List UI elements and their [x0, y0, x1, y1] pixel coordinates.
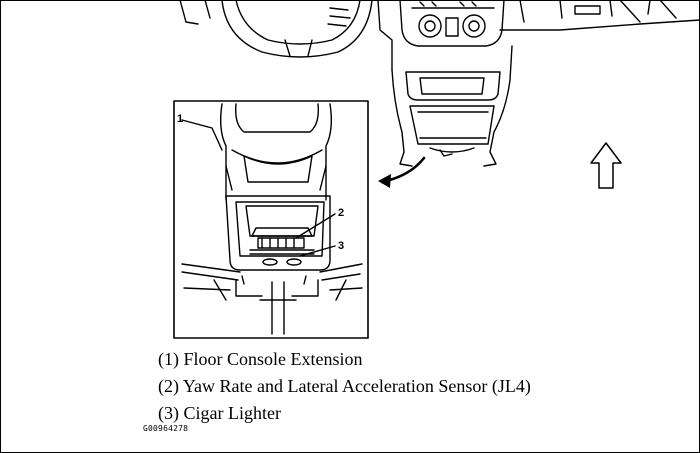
legend-item-cigar-lighter: (3) Cigar Lighter	[158, 403, 281, 423]
callout-1: 1	[177, 113, 183, 125]
dashboard-overview	[179, 0, 700, 167]
legend-item-yaw-rate-sensor: (2) Yaw Rate and Lateral Acceleration Se…	[158, 376, 531, 396]
legend-item-floor-console-extension: (1) Floor Console Extension	[158, 349, 363, 369]
callout-2: 2	[338, 207, 344, 219]
curved-arrow-icon	[378, 156, 426, 188]
inset-detail	[173, 100, 369, 339]
legend: (1) Floor Console Extension (2) Yaw Rate…	[158, 346, 531, 427]
hollow-up-arrow-icon	[590, 142, 622, 189]
figure-id: G00964278	[143, 424, 189, 433]
callout-3: 3	[338, 240, 344, 252]
